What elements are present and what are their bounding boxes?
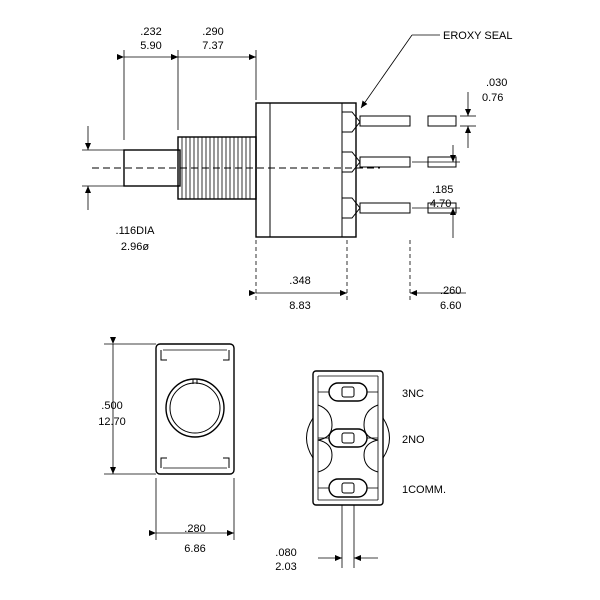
dim-body-mm: 7.37: [202, 40, 223, 52]
bushing-outer-circle: [165, 378, 225, 438]
dim-case-in: .348: [289, 275, 310, 287]
bottom-case: [312, 370, 384, 506]
terminal-slots: [318, 382, 378, 498]
dim-bushing-mm: 5.90: [140, 40, 161, 52]
dim-pin-thk-mm: 0.76: [482, 92, 503, 104]
dim-case-mm: 8.83: [289, 300, 310, 312]
dim-height-in: .500: [101, 400, 122, 412]
dim-pin-len-mm: 6.60: [440, 300, 461, 312]
dim-pin-thk-in: .030: [486, 77, 507, 89]
dim-width-in: .280: [184, 523, 205, 535]
dim-width-mm: 6.86: [184, 543, 205, 555]
dim-shaft-mm: 2.96ø: [121, 241, 149, 253]
dim-bushing-in: .232: [140, 26, 161, 38]
dim-shaft-in: .116DIA: [116, 225, 156, 237]
pin-label-1comm: 1COMM.: [402, 484, 446, 496]
front-view: .500 12.70 .280 6.86: [98, 337, 235, 555]
epoxy-leader: [360, 34, 413, 109]
dim-body-in: .290: [202, 26, 223, 38]
bushing-inner-circle: [169, 382, 221, 434]
front-plate: [155, 343, 235, 475]
dim-height-mm: 12.70: [98, 416, 126, 428]
bottom-view: 3NC 2NO 1COMM. .080 2.03: [275, 370, 446, 573]
switch-case: [255, 102, 361, 238]
dim-pitch-in: .185: [432, 184, 453, 196]
dim-pin-w-mm: 2.03: [275, 561, 296, 573]
dim-pitch-mm: 4.70: [430, 198, 451, 210]
dim-pin-w-in: .080: [275, 547, 296, 559]
pin-label-3nc: 3NC: [402, 388, 424, 400]
pin-label-2no: 2NO: [402, 434, 425, 446]
epoxy-seal-label: EROXY SEAL: [443, 30, 513, 42]
dim-pin-len-in: .260: [440, 285, 461, 297]
side-view: .232 5.90 .290 7.37 .116DIA 2.96ø: [82, 26, 513, 312]
